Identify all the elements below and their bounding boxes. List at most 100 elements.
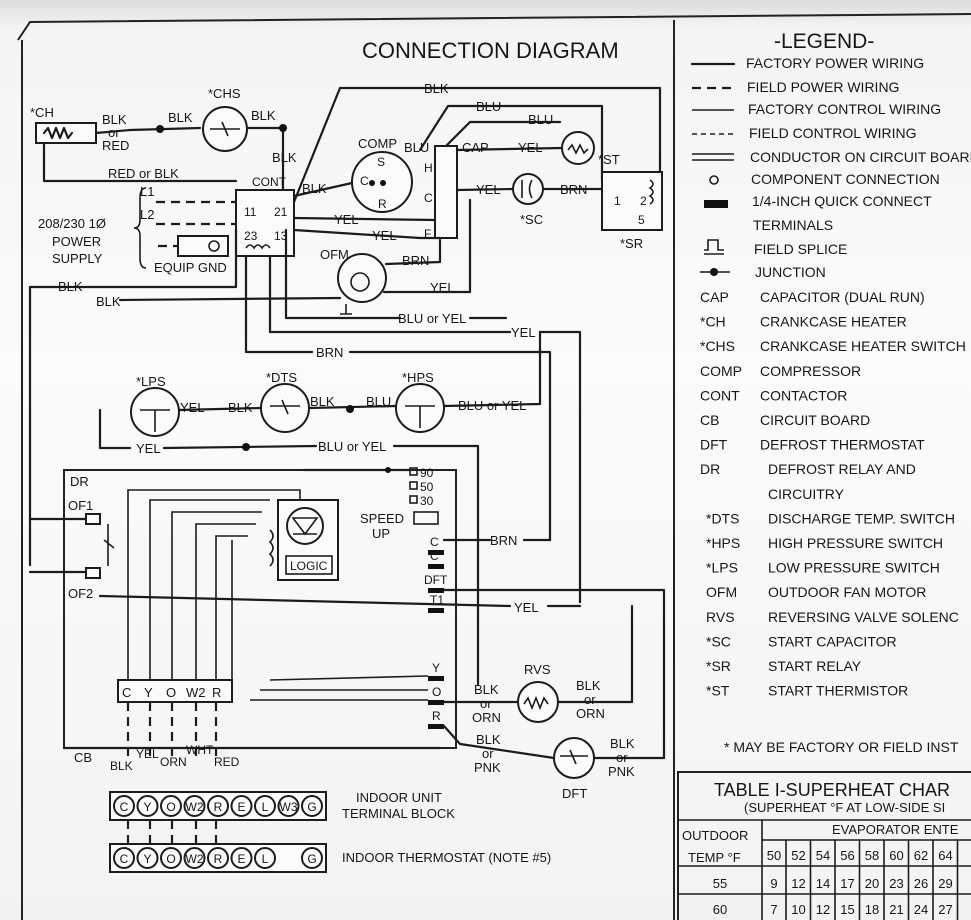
hps-label: *HPS [402, 370, 434, 385]
lps-label: *LPS [136, 374, 166, 389]
legend-abbr-text: START RELAY [768, 658, 862, 674]
sc-brn-label: BRN [560, 182, 587, 197]
field-wht-label: WHT [186, 743, 214, 757]
legend-abbr-text: DEFROST RELAY AND [768, 461, 916, 477]
temp-switch-icon [270, 399, 300, 415]
of1-label: OF1 [68, 498, 93, 513]
indoor-terminal-label: G [307, 800, 316, 814]
blu-or-yel-label-1: BLU or YEL [398, 311, 466, 326]
cb-term-c: C [122, 685, 131, 700]
indoor-terminal-label: E [237, 800, 245, 814]
dft-blk-right: BLK [610, 736, 635, 751]
ofm-label: OFM [320, 247, 349, 262]
wire-yel-2 [292, 228, 442, 240]
terminal-c1 [428, 550, 444, 555]
ch-label: *CH [30, 105, 54, 120]
sr-1: 1 [614, 194, 621, 208]
thermostat-terminal-o [160, 847, 182, 869]
thermostat-terminal-label: Y [143, 852, 151, 866]
of1-terminal [85, 513, 101, 525]
wire-blu-cap [444, 120, 562, 148]
thermostat-terminal-label: G [307, 852, 316, 866]
cb-term-w2: W2 [186, 685, 206, 700]
legend-junction-icon [710, 268, 718, 276]
wire-dft [442, 588, 666, 760]
dr-label: DR [70, 474, 89, 489]
brn-long-label: BRN [316, 345, 343, 360]
chs-right-blk: BLK [251, 108, 276, 123]
legend-abbr-text: CIRCUIT BOARD [760, 412, 870, 428]
indoor-terminal-label: W3 [280, 800, 298, 814]
internal-wire-3 [171, 511, 262, 680]
wire-cap-to-st [455, 146, 564, 152]
legend-abbr: *ST [706, 683, 730, 699]
table-cell: 10 [791, 902, 805, 917]
tap-30-pin [409, 495, 418, 504]
yel-label-2: YEL [372, 228, 397, 243]
wire-ch-to-chs [94, 126, 202, 135]
legend-abbr-text: HIGH PRESSURE SWITCH [768, 535, 943, 551]
indoor-terminal-label: R [214, 800, 223, 814]
table-cell: 24 [914, 902, 928, 917]
table-cell: 23 [889, 876, 903, 891]
legend-abbr-text: COMPRESSOR [760, 363, 861, 379]
of2-label: OF2 [68, 586, 93, 601]
relay-coil-icon [648, 179, 654, 205]
table-header-group: EVAPORATOR ENTE [832, 822, 959, 837]
diagram-title: CONNECTION DIAGRAM [362, 38, 619, 63]
board-dft: DFT [424, 573, 448, 587]
table-col-header: 52 [791, 848, 805, 863]
start-capacitor [512, 173, 544, 205]
supply-brace [133, 187, 147, 269]
internal-wire-1 [127, 489, 301, 680]
table-row-temp: 60 [713, 902, 727, 917]
junction-dot [385, 467, 391, 473]
speedup-jumper [413, 511, 439, 525]
thermostat-terminal-y [136, 847, 159, 869]
indoor-terminal-w2 [183, 795, 206, 817]
cb-label: CB [74, 750, 92, 765]
cb-term-o: O [166, 685, 176, 700]
legend-abbr-text: CIRCUITRY [768, 486, 845, 502]
table-cell: 14 [816, 876, 830, 891]
internal-wire-5 [215, 535, 248, 680]
wire-ofm-brn [384, 238, 442, 266]
internal-wire-2 [149, 499, 270, 680]
junction-dot [369, 180, 375, 186]
table-cell: 18 [865, 902, 879, 917]
legend-abbr: CAP [700, 289, 729, 305]
table-cell: 17 [840, 876, 854, 891]
blu-or-yel-label-2: BLU or YEL [318, 439, 386, 454]
legend-item: TERMINALS [753, 217, 833, 233]
board-yel-label: YEL [514, 600, 539, 615]
junction-dot [279, 124, 287, 132]
legend-quick-connect-icon [704, 200, 728, 208]
sr-5: 5 [638, 213, 645, 227]
triac-icon [286, 507, 324, 545]
rvs-or-right: or [584, 692, 596, 707]
capacitor-icon [521, 179, 533, 199]
legend-abbr-text: CAPACITOR (DUAL RUN) [760, 289, 925, 305]
junction-dot [156, 125, 164, 133]
cap-label: CAP [462, 140, 489, 155]
ground-screw-icon [208, 240, 220, 252]
top-blk-label: BLK [424, 81, 449, 96]
table-col-header: 50 [767, 848, 781, 863]
table-cell: 12 [816, 902, 830, 917]
legend-abbr: RVS [706, 609, 735, 625]
table-cell: 26 [914, 876, 928, 891]
logic-label: LOGIC [290, 559, 328, 573]
rvs-blk-right: BLK [576, 678, 601, 693]
legend-item: FACTORY CONTROL WIRING [748, 101, 941, 117]
tap-90-pin [409, 467, 418, 476]
thermostat-terminal-w2 [183, 847, 206, 869]
legend-abbr-text: CRANKCASE HEATER SWITCH [760, 338, 966, 354]
indoor-terminal-y [136, 795, 159, 817]
contactor [235, 189, 295, 257]
lps-yel-label: YEL [180, 400, 205, 415]
indoor-terminal-o [160, 795, 182, 817]
legend-item: JUNCTION [755, 264, 826, 280]
tap-50: 50 [420, 480, 434, 494]
sr-2: 2 [640, 194, 647, 208]
